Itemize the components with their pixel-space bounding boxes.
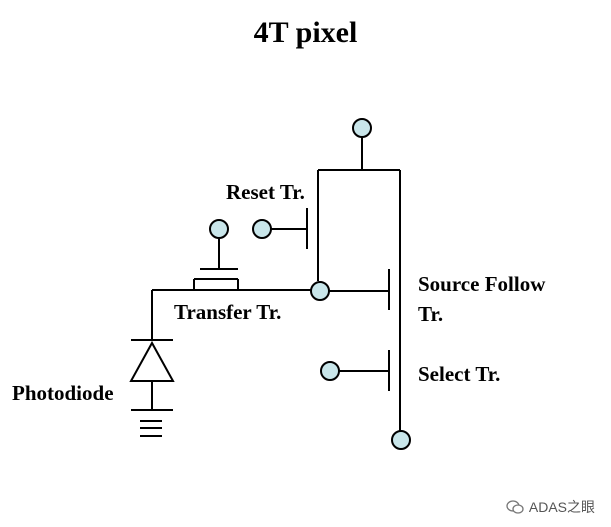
column-output-terminal <box>391 430 411 450</box>
watermark: ADAS之眼 <box>506 497 595 517</box>
reset-gate-terminal <box>252 219 272 239</box>
transfer-transistor-label: Transfer Tr. <box>174 300 282 324</box>
reset-transistor-label: Reset Tr. <box>226 180 305 204</box>
diagram-title: 4T pixel <box>253 16 358 49</box>
source-follow-label-line1: Source Follow <box>418 272 546 296</box>
vdd-terminal <box>352 118 372 138</box>
transfer-gate-terminal <box>209 219 229 239</box>
photodiode-label: Photodiode <box>12 381 114 405</box>
source-follow-label-line2: Tr. <box>418 302 444 326</box>
floating-diffusion-node <box>310 281 330 301</box>
photodiode-symbol <box>129 340 175 382</box>
ground-symbol <box>140 420 162 437</box>
watermark-text: ADAS之眼 <box>528 499 595 515</box>
select-transistor-label: Select Tr. <box>418 362 501 386</box>
wechat-icon <box>506 500 524 514</box>
select-gate-terminal <box>320 361 340 381</box>
